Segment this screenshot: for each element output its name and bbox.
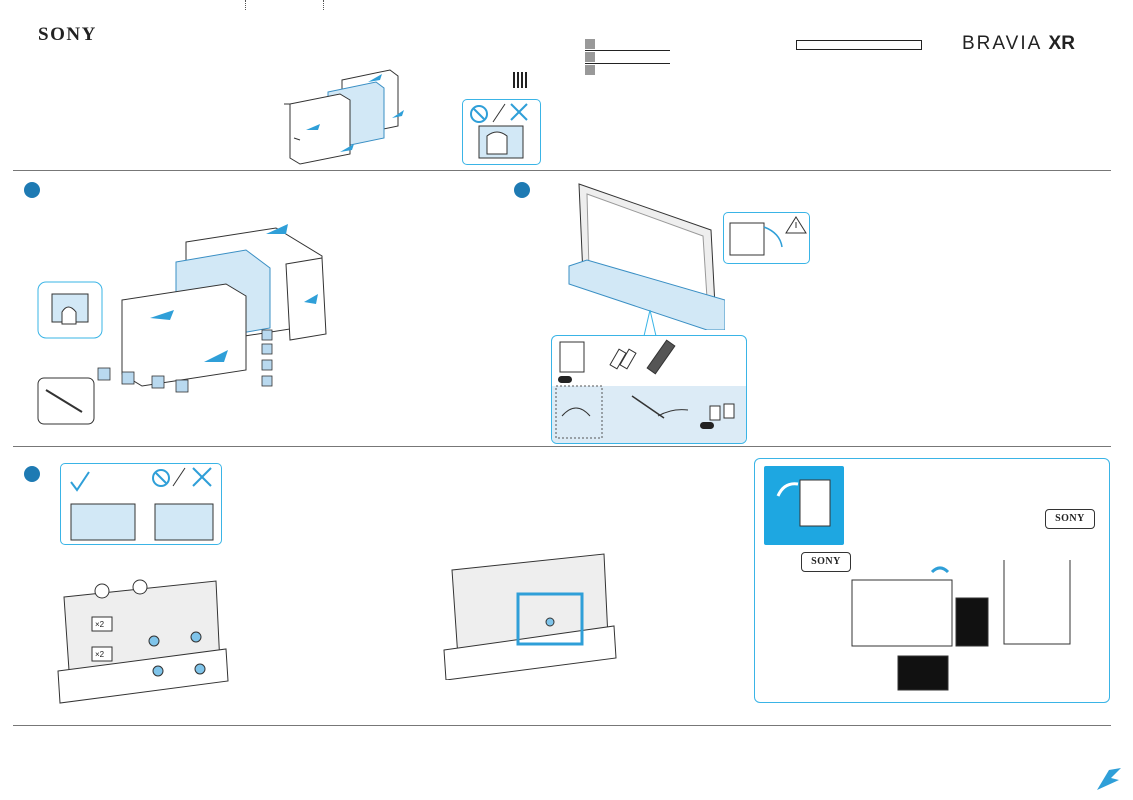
model-number-box	[796, 40, 922, 50]
do-not-hold-callout	[462, 99, 541, 165]
fold-mark	[323, 0, 324, 10]
handling-callout	[60, 463, 222, 545]
step-3-marker	[24, 466, 40, 482]
bravia-wordmark: BRAVIA	[962, 33, 1042, 54]
wall-mount-orientation-illustration	[851, 560, 1071, 691]
accessories-panel	[551, 335, 747, 444]
language-row	[585, 65, 670, 76]
section-divider	[13, 725, 1111, 726]
step-1-marker	[24, 182, 40, 198]
xr-wordmark: XR	[1048, 33, 1075, 54]
bravia-logo: BRAVIA XR	[962, 33, 1075, 55]
tv-rear-bracket-illustration	[443, 553, 617, 680]
tv-rear-screws-illustration	[57, 579, 229, 704]
screw-count-lower: ×2	[95, 650, 105, 659]
handling-illustration	[70, 467, 214, 541]
pointer-line	[643, 310, 657, 336]
fold-mark	[245, 0, 246, 10]
sony-logo-tag-left: SONY	[801, 552, 851, 572]
document-mark-icon	[1097, 768, 1121, 790]
accessories-illustration	[555, 339, 735, 439]
section-divider	[13, 170, 1111, 171]
language-row	[585, 52, 670, 64]
region-pill	[558, 376, 572, 383]
section-divider	[13, 446, 1111, 447]
sony-logo: SONY	[38, 24, 97, 45]
step-2-marker	[514, 182, 530, 198]
step-1-unboxing-illustration	[37, 224, 327, 425]
rotate-icon	[776, 479, 831, 527]
prohibited-icon	[470, 103, 528, 159]
warning-icon	[729, 216, 807, 256]
qr-code	[513, 72, 529, 88]
language-row	[585, 39, 670, 51]
region-pill	[700, 422, 714, 429]
screw-count-upper: ×2	[95, 620, 105, 629]
sony-logo-tag-right: SONY	[1045, 509, 1095, 529]
unboxing-overview-illustration	[284, 69, 404, 165]
warning-callout	[723, 212, 810, 264]
rotate-hint-tile	[764, 466, 844, 545]
tv-on-box-illustration	[568, 183, 725, 330]
